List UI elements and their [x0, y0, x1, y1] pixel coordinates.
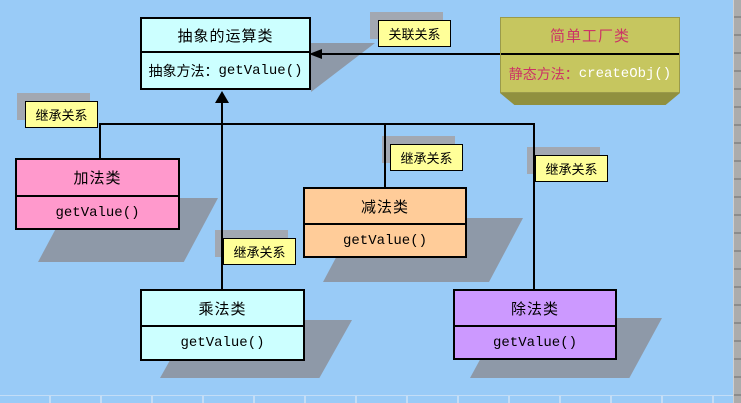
class-box-subtract[interactable]: 减法类 getValue()	[303, 187, 467, 258]
class-title: 加法类	[17, 160, 178, 197]
method-prefix: 静态方法：	[508, 66, 579, 83]
method-code: getValue()	[55, 204, 140, 221]
class-title: 除法类	[455, 291, 615, 327]
class-title: 减法类	[305, 189, 465, 225]
class-method: 静态方法： createObj()	[501, 55, 679, 92]
class-method: 抽象方法： getValue()	[142, 53, 309, 88]
class-box-abstract[interactable]: 抽象的运算类 抽象方法： getValue()	[140, 17, 311, 90]
class-box-add[interactable]: 加法类 getValue()	[15, 158, 180, 230]
method-code: getValue()	[492, 334, 577, 351]
inheritance-bus-line	[99, 123, 535, 125]
label-inheritance-divide[interactable]: 继承关系	[535, 155, 608, 182]
inheritance-arrowhead-icon	[215, 91, 229, 103]
sheet-row-grid-strip	[0, 395, 733, 403]
class-title: 抽象的运算类	[142, 19, 309, 53]
method-code: getValue()	[218, 62, 303, 79]
class-title: 简单工厂类	[501, 18, 679, 55]
factory-box-bevel	[500, 93, 680, 105]
class-box-divide[interactable]: 除法类 getValue()	[453, 289, 617, 360]
inheritance-drop-divide	[533, 123, 535, 290]
class-box-multiply[interactable]: 乘法类 getValue()	[140, 289, 305, 361]
sheet-column-grid-strip[interactable]	[733, 0, 741, 403]
label-inheritance-subtract[interactable]: 继承关系	[390, 144, 463, 171]
association-connector-line	[322, 53, 500, 55]
label-inheritance-add[interactable]: 继承关系	[25, 101, 98, 128]
method-code: getValue()	[342, 232, 427, 249]
inheritance-drop-add	[99, 123, 101, 159]
method-code: createObj()	[578, 65, 672, 82]
inheritance-trunk-line	[221, 102, 223, 289]
label-association[interactable]: 关联关系	[378, 20, 451, 47]
method-code: getValue()	[180, 335, 265, 351]
class-box-factory[interactable]: 简单工厂类 静态方法： createObj()	[500, 17, 680, 93]
method-prefix: 抽象方法：	[148, 63, 219, 80]
class-title: 乘法类	[142, 291, 303, 327]
association-arrowhead-icon	[309, 49, 322, 59]
label-inheritance-multiply[interactable]: 继承关系	[223, 238, 296, 265]
inheritance-drop-subtract	[384, 123, 386, 188]
